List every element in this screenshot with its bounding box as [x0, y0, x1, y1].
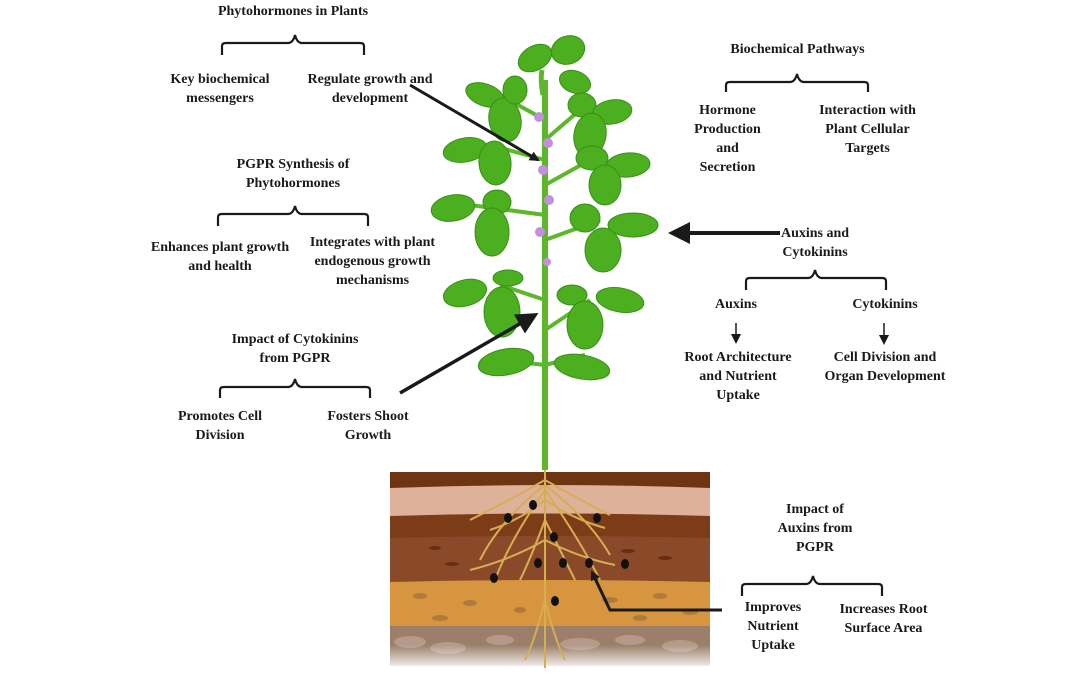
label-improves-uptake: Improves Nutrient Uptake: [744, 600, 802, 653]
pgpr-bacteria: [490, 500, 629, 606]
flower-buds: [534, 112, 554, 266]
label-root-architecture: Root Architecture and Nutrient Uptake: [684, 350, 792, 403]
brace-pgpr-synthesis: [216, 205, 370, 226]
soil-layer-orange: [390, 580, 710, 628]
bacterium: [551, 596, 559, 606]
brace-biochemical: [724, 73, 870, 92]
root-system: [469, 470, 616, 668]
label-enhances-growth: Enhances plant growth and health: [150, 240, 290, 274]
title-phytohormones: Phytohormones in Plants: [217, 4, 369, 19]
leaves: [430, 35, 659, 381]
soil-layer-light: [390, 485, 710, 518]
title-biochemical-pathways: Biochemical Pathways: [730, 42, 865, 57]
flower-bud: [543, 258, 551, 266]
label-cytokinins: Cytokinins: [852, 297, 918, 312]
soil-cross-section: [390, 472, 710, 670]
brace-auxins-impact: [740, 575, 884, 596]
arrow-to-shoot: [399, 312, 539, 395]
label-hormone-production: Hormone Production and Secretion: [694, 103, 761, 175]
bacterium: [559, 558, 567, 568]
arrow-to-roots: [590, 570, 722, 612]
brace-phytohormones: [220, 34, 366, 55]
soil-layer-dark: [390, 513, 710, 540]
soil-clods: [429, 546, 672, 566]
bacterium: [504, 513, 512, 523]
label-increases-surface: Increases Root Surface Area: [839, 602, 928, 636]
brace-cytokinins-impact: [218, 378, 372, 398]
brace-auxins-cytokinins: [744, 269, 888, 290]
bacterium: [593, 513, 601, 523]
bacterium: [621, 559, 629, 569]
title-cytokinins-impact: Impact of Cytokinins from PGPR: [231, 332, 359, 366]
title-pgpr-synthesis: PGPR Synthesis of Phytohormones: [236, 157, 350, 191]
flower-bud: [535, 227, 545, 237]
label-auxins: Auxins: [714, 297, 758, 312]
label-key-messengers: Key biochemical messengers: [170, 72, 270, 106]
soil-layer-mid: [390, 536, 710, 584]
label-promotes-division: Promotes Cell Division: [177, 409, 263, 443]
flower-bud: [534, 112, 544, 122]
bacterium: [529, 500, 537, 510]
label-interaction-targets: Interaction with Plant Cellular Targets: [819, 103, 916, 156]
title-auxins-cytokinins: Auxins and Cytokinins: [780, 226, 850, 260]
label-cell-division-organ: Cell Division and Organ Development: [824, 350, 946, 384]
plant-shoot: [430, 35, 659, 470]
arrows: [399, 83, 889, 612]
soil-fade: [390, 645, 710, 670]
bacterium: [550, 532, 558, 542]
title-auxins-impact: Impact of Auxins from PGPR: [777, 502, 853, 555]
label-integrates-mechanisms: Integrates with plant endogenous growth …: [309, 235, 436, 288]
flower-bud: [544, 195, 554, 205]
bacterium: [490, 573, 498, 583]
bacterium: [534, 558, 542, 568]
label-fosters-shoot: Fosters Shoot Growth: [327, 409, 409, 443]
flower-bud: [538, 165, 548, 175]
bacterium: [585, 558, 593, 568]
braces: [216, 34, 888, 596]
flower-bud: [543, 138, 553, 148]
arrow-to-stem-top: [409, 83, 540, 162]
label-regulate-growth: Regulate growth and development: [307, 72, 433, 106]
